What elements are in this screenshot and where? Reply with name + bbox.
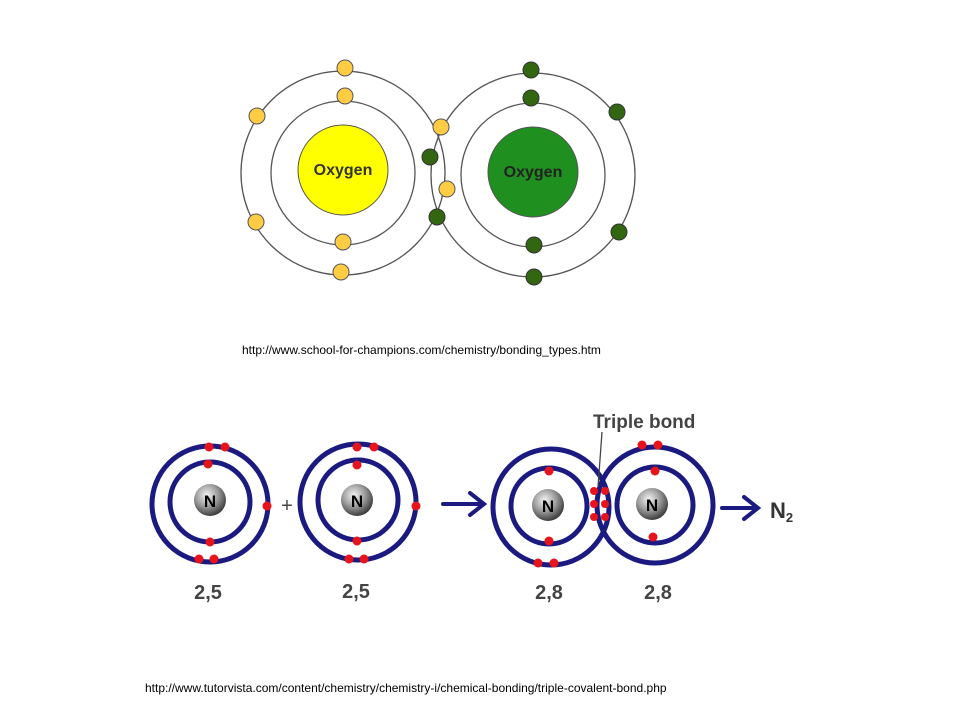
left-oxygen-electrons [247, 59, 456, 281]
electron [334, 233, 352, 251]
product-subscript: 2 [786, 510, 793, 525]
product-formula: N2 [770, 498, 793, 525]
nucleus [532, 489, 564, 521]
nitrogen-molecule: N N [490, 440, 716, 568]
product-arrow [720, 495, 762, 521]
atom-symbol: N [351, 492, 363, 511]
electron [608, 103, 626, 121]
right-oxygen-label: Oxygen [504, 164, 563, 181]
left-oxygen-label: Oxygen [314, 162, 373, 179]
electrons [533, 440, 663, 568]
config-atom-4: 2,8 [644, 582, 672, 604]
oxygen-bond-diagram: Oxygen Oxygen [240, 59, 636, 286]
config-atom-3: 2,8 [535, 582, 563, 604]
nucleus [636, 488, 668, 520]
electron [247, 213, 265, 231]
electron [438, 180, 456, 198]
atom-symbol: N [646, 496, 658, 515]
nitrogen-source-url: http://www.tutorvista.com/content/chemis… [145, 681, 667, 695]
electron [336, 87, 354, 105]
electrons [194, 442, 272, 564]
triple-bond-pointer [597, 431, 603, 488]
electron [432, 118, 450, 136]
electron [332, 263, 350, 281]
atom-symbol: N [542, 497, 554, 516]
atom-symbol: N [204, 492, 216, 511]
electrons [344, 442, 421, 564]
reaction-arrow [441, 491, 488, 517]
triple-bond-label: Triple bond [593, 412, 695, 433]
oxygen-source-url: http://www.school-for-champions.com/chem… [242, 343, 601, 357]
electron [610, 223, 628, 241]
plus-sign: + [281, 495, 293, 517]
electron [248, 107, 266, 125]
right-oxygen-nucleus [487, 126, 579, 218]
config-atom-2: 2,5 [342, 581, 370, 603]
nitrogen-atom-1: N [149, 442, 272, 565]
electron [525, 236, 543, 254]
shared-electron-pairs [590, 487, 609, 521]
electron [336, 59, 354, 77]
electron [428, 208, 446, 226]
electron [421, 148, 439, 166]
nitrogen-atom-2: N [297, 441, 421, 564]
right-oxygen-electrons [421, 61, 628, 286]
product-main: N [770, 498, 786, 523]
electron [522, 89, 540, 107]
nucleus [194, 484, 226, 516]
electron [522, 61, 540, 79]
electron [525, 268, 543, 286]
config-atom-1: 2,5 [194, 582, 222, 604]
nitrogen-bond-diagram: N + N N N [149, 412, 793, 604]
nucleus [341, 484, 373, 516]
left-oxygen-nucleus [297, 124, 389, 216]
